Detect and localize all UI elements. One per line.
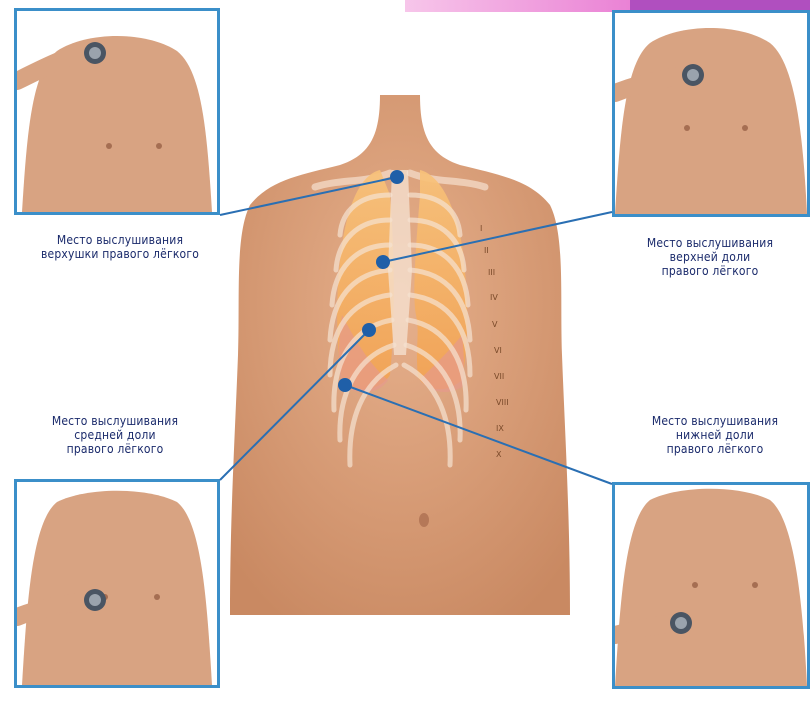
rib-label: VI bbox=[494, 346, 502, 355]
rib-label: IX bbox=[496, 424, 504, 433]
stethoscope-icon bbox=[670, 612, 692, 634]
rib-label: II bbox=[484, 246, 489, 255]
caption-line: средней доли bbox=[30, 428, 200, 442]
caption-lower-lobe-right-lung: Место выслушивания нижней доли правого л… bbox=[630, 414, 800, 456]
caption-middle-lobe-right-lung: Место выслушивания средней доли правого … bbox=[30, 414, 200, 456]
caption-line: правого лёгкого bbox=[630, 442, 800, 456]
photo-middle-lobe-right-lung bbox=[14, 479, 220, 688]
rib-label: IV bbox=[490, 293, 498, 302]
caption-line: верхней доли bbox=[620, 250, 800, 264]
navel bbox=[419, 513, 429, 527]
caption-line: Место выслушивания bbox=[30, 233, 210, 247]
rib-label: III bbox=[488, 268, 495, 277]
rib-label: I bbox=[480, 224, 482, 233]
caption-line: Место выслушивания bbox=[620, 236, 800, 250]
caption-line: нижней доли bbox=[630, 428, 800, 442]
top-bar-pink bbox=[405, 0, 630, 12]
photo-apex-right-lung bbox=[14, 8, 220, 215]
caption-line: Место выслушивания bbox=[30, 414, 200, 428]
stethoscope-icon bbox=[682, 64, 704, 86]
rib-label: V bbox=[492, 320, 498, 329]
stethoscope-icon bbox=[84, 589, 106, 611]
rib-label: VIII bbox=[496, 398, 509, 407]
caption-line: верхушки правого лёгкого bbox=[30, 247, 210, 261]
photo-lower-lobe-right-lung bbox=[612, 482, 810, 689]
caption-line: правого лёгкого bbox=[30, 442, 200, 456]
caption-apex-right-lung: Место выслушивания верхушки правого лёгк… bbox=[30, 233, 210, 261]
caption-upper-lobe-right-lung: Место выслушивания верхней доли правого … bbox=[620, 236, 800, 278]
caption-line: правого лёгкого bbox=[620, 264, 800, 278]
photo-upper-lobe-right-lung bbox=[612, 10, 810, 217]
chest-diagram: I II III IV V VI VII VIII IX X bbox=[230, 95, 570, 615]
rib-label: VII bbox=[494, 372, 504, 381]
caption-line: Место выслушивания bbox=[630, 414, 800, 428]
rib-label: X bbox=[496, 450, 502, 459]
stethoscope-icon bbox=[84, 42, 106, 64]
